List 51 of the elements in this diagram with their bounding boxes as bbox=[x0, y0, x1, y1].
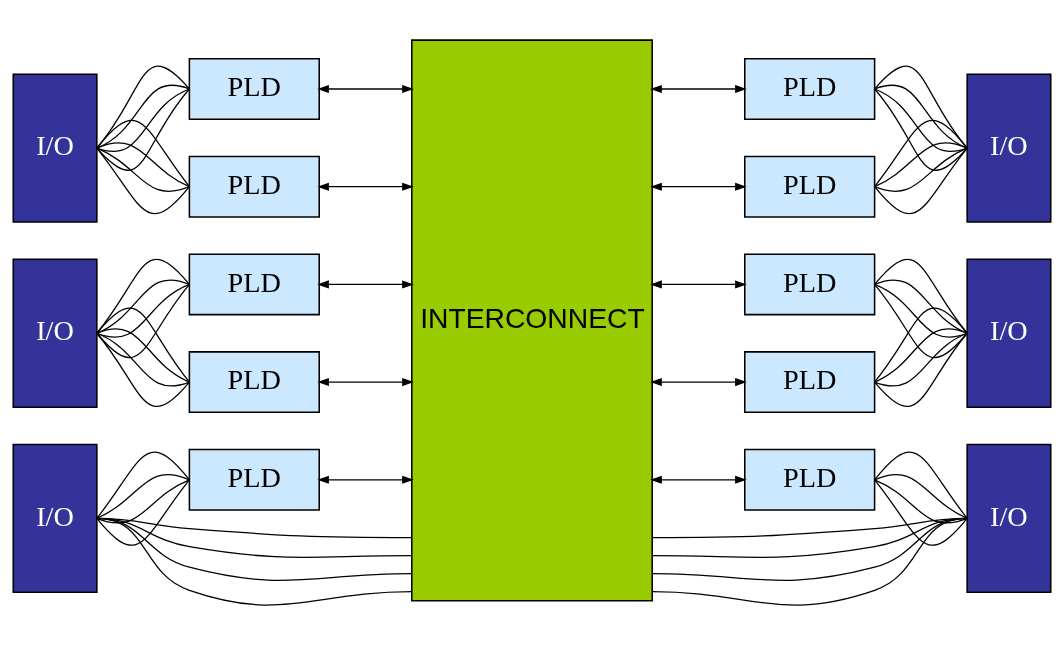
connector bbox=[873, 478, 968, 546]
arrow bbox=[650, 377, 747, 386]
node-box: PLD bbox=[188, 155, 320, 218]
arrow bbox=[650, 84, 747, 93]
connector bbox=[873, 450, 968, 519]
node-box: PLD bbox=[188, 448, 320, 511]
arrow bbox=[317, 475, 414, 484]
connector bbox=[96, 258, 191, 334]
connector bbox=[96, 141, 191, 187]
connector bbox=[873, 119, 968, 187]
connector bbox=[96, 283, 191, 358]
connector bbox=[96, 87, 191, 171]
node-box: PLD bbox=[744, 350, 876, 413]
node-box: PLD bbox=[744, 448, 876, 511]
node-box: PLD bbox=[188, 350, 320, 413]
node-box: I/O bbox=[966, 72, 1052, 223]
node-box: PLD bbox=[744, 155, 876, 218]
connector bbox=[96, 119, 191, 187]
arrow bbox=[317, 182, 414, 191]
node-box: PLD bbox=[188, 57, 320, 120]
arrow bbox=[317, 84, 414, 93]
arrow bbox=[650, 182, 747, 191]
node-box: I/O bbox=[12, 258, 98, 408]
node-box: INTERCONNECT bbox=[411, 38, 653, 601]
node-box: I/O bbox=[966, 258, 1052, 408]
arrow bbox=[317, 377, 414, 386]
connector bbox=[651, 517, 968, 606]
connector bbox=[96, 450, 191, 519]
connector bbox=[873, 87, 968, 171]
node-box: PLD bbox=[744, 57, 876, 120]
connector bbox=[873, 258, 968, 334]
connector bbox=[96, 332, 191, 407]
connector bbox=[873, 332, 968, 407]
node-box: I/O bbox=[12, 443, 98, 593]
connector bbox=[873, 283, 968, 358]
node-box: PLD bbox=[188, 252, 320, 315]
connector bbox=[96, 478, 191, 546]
connector bbox=[96, 147, 191, 192]
connector bbox=[96, 147, 191, 214]
arrow bbox=[650, 475, 747, 484]
arrow bbox=[650, 279, 747, 288]
connector bbox=[96, 307, 191, 383]
connector bbox=[873, 141, 968, 187]
connector bbox=[96, 517, 413, 606]
connector bbox=[873, 147, 968, 214]
connector bbox=[873, 147, 968, 192]
node-box: I/O bbox=[966, 443, 1052, 593]
arrow bbox=[317, 279, 414, 288]
node-box: PLD bbox=[744, 252, 876, 315]
connector bbox=[873, 307, 968, 383]
node-box: I/O bbox=[12, 72, 98, 223]
